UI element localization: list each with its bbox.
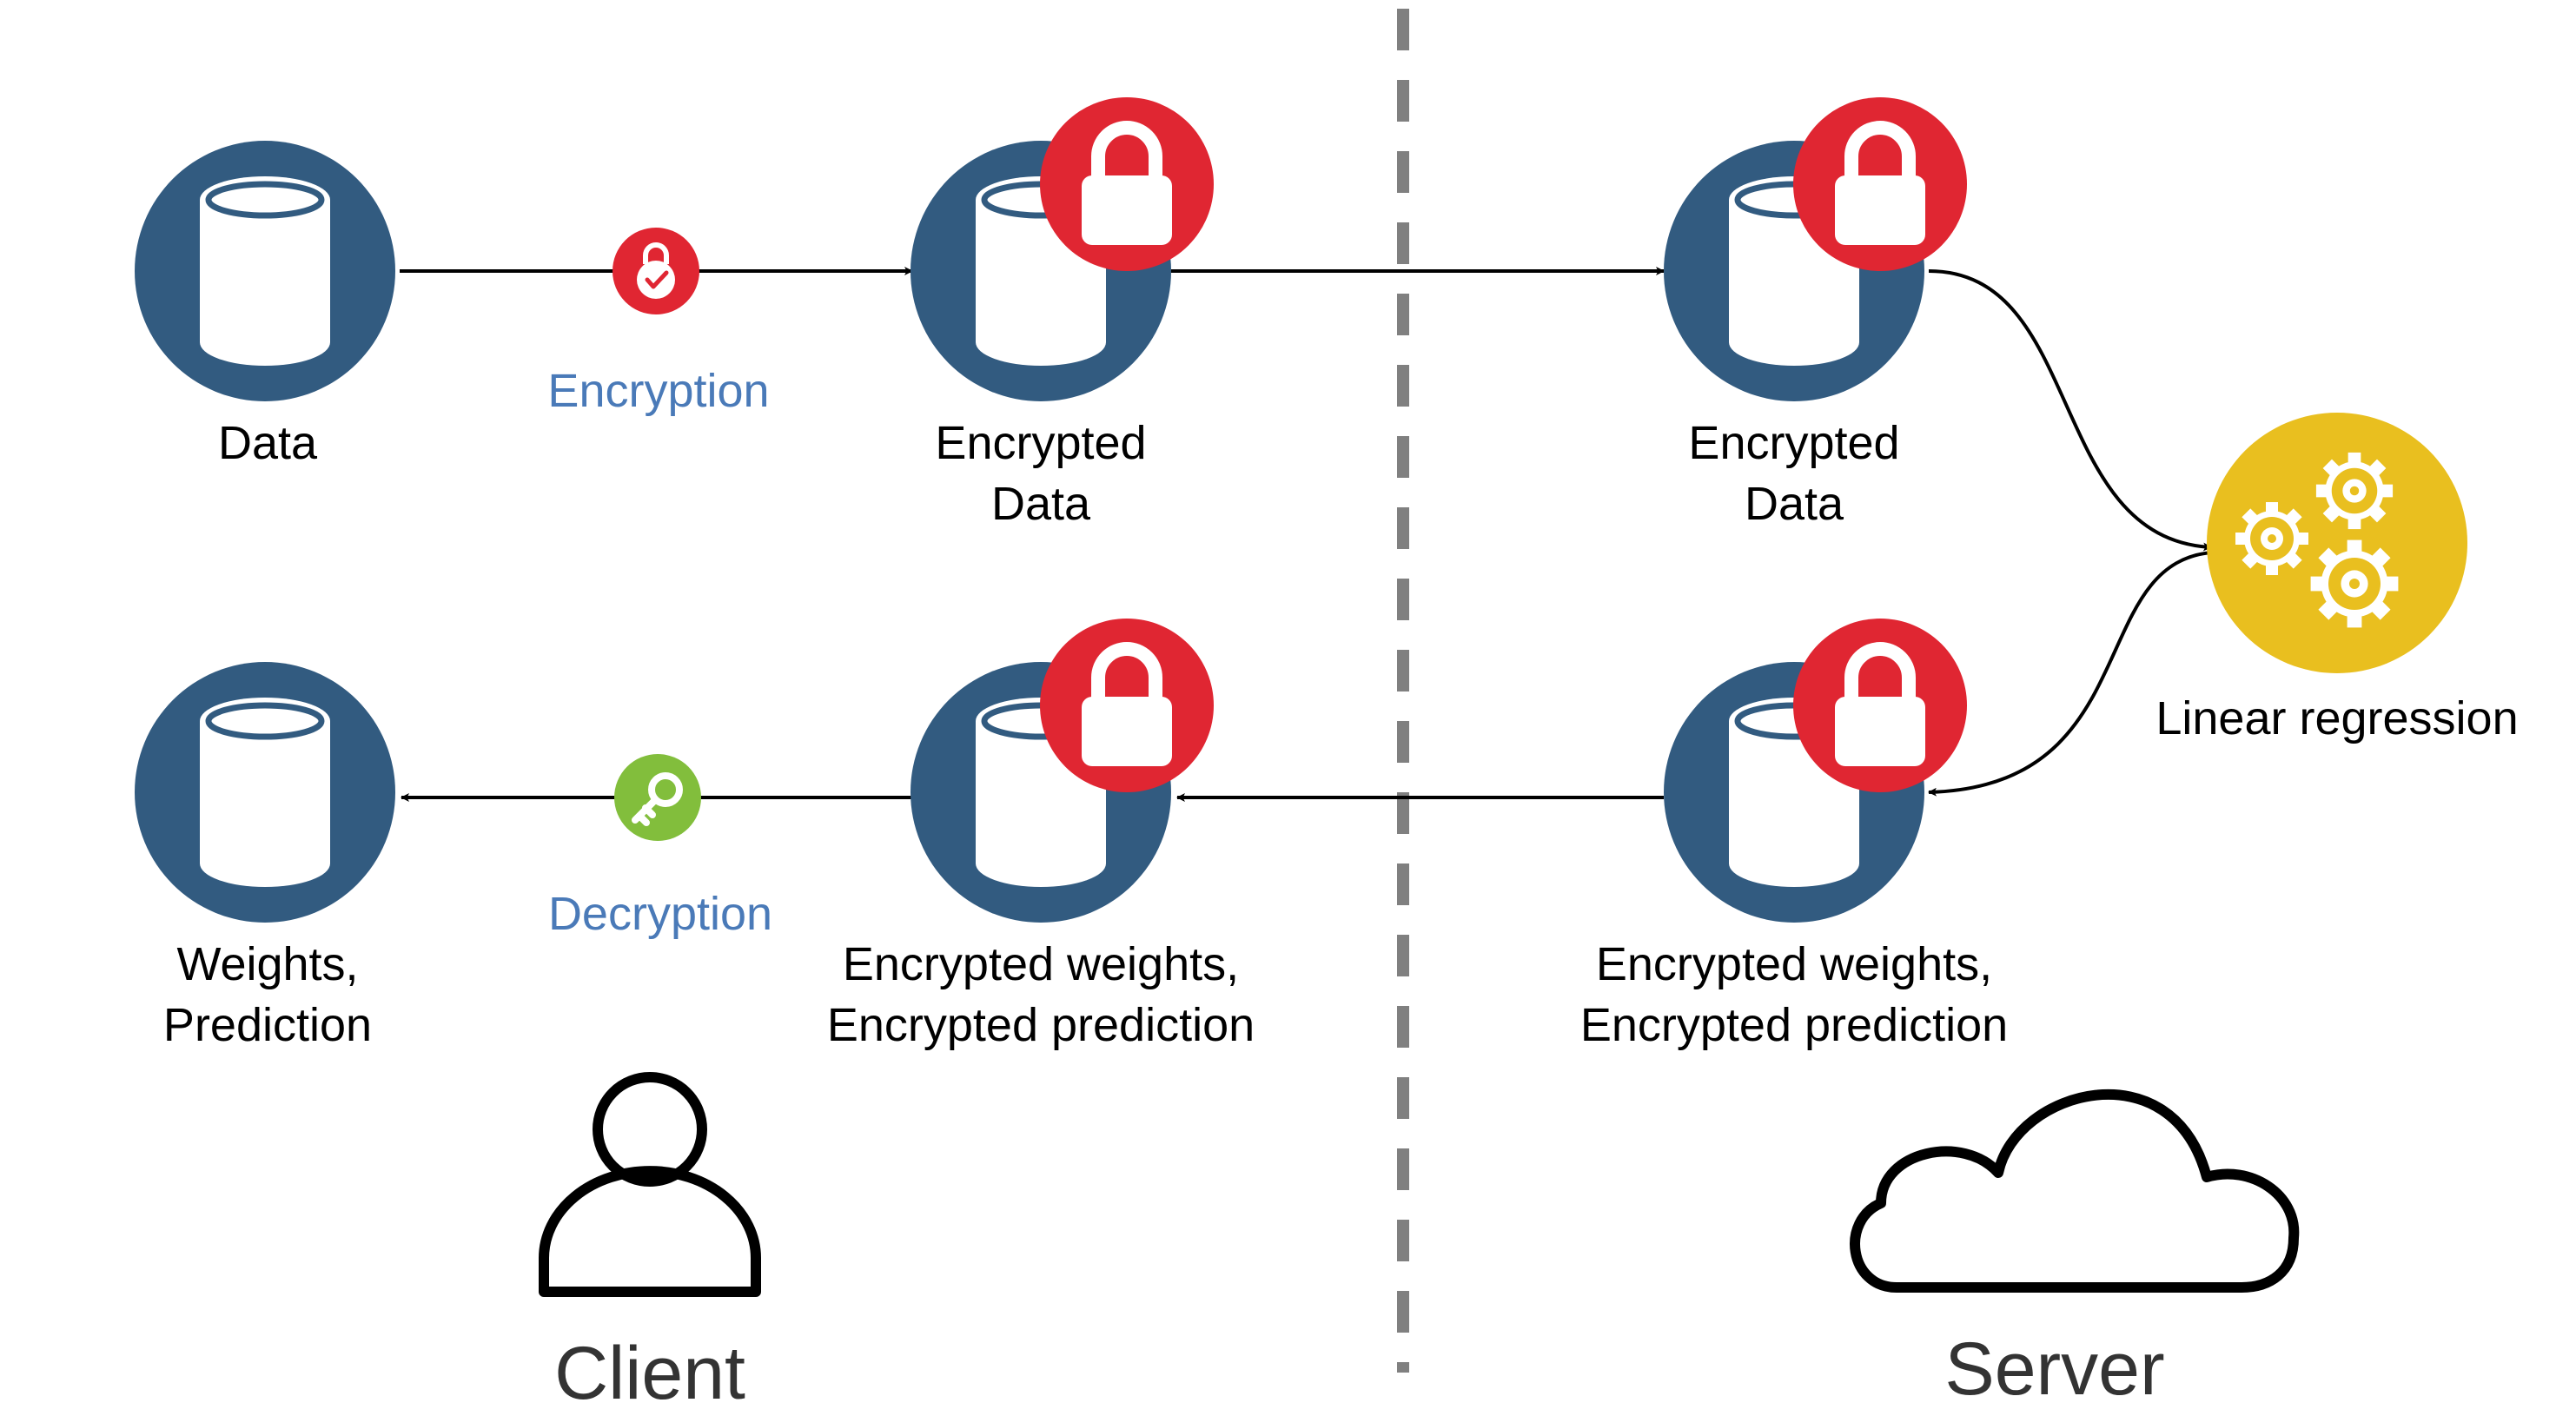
edge-regression-to-results <box>1928 551 2212 797</box>
decryption-label: Decryption <box>548 888 772 940</box>
database-icon <box>135 141 395 401</box>
lock-icon <box>1793 97 1967 271</box>
edge-encrypted-to-regression <box>1928 269 2212 552</box>
lock-icon <box>1040 619 1214 792</box>
encryption-label: Encryption <box>547 365 769 417</box>
node-server-encrypted-data <box>1664 97 1967 401</box>
key-icon <box>614 754 701 841</box>
node-label: Encrypted <box>935 417 1146 469</box>
node-label: Encrypted <box>1688 417 1899 469</box>
database-icon <box>135 662 395 923</box>
node-label: Linear regression <box>2155 692 2518 744</box>
server-label: Server <box>1944 1327 2164 1411</box>
node-label: Encrypted prediction <box>827 999 1255 1051</box>
client-label: Client <box>554 1332 745 1415</box>
node-label: Prediction <box>163 999 372 1051</box>
node-label: Data <box>1745 478 1844 530</box>
node-client-encrypted-results <box>911 619 1214 923</box>
cloud-icon <box>1850 1089 2300 1293</box>
node-label: Weights, <box>176 938 358 990</box>
node-linear-regression <box>2207 413 2467 673</box>
node-label: Encrypted prediction <box>1580 999 2008 1051</box>
user-icon <box>539 1072 761 1297</box>
node-label: Encrypted weights, <box>1596 938 1992 990</box>
node-server-encrypted-results <box>1664 619 1967 923</box>
node-client-encrypted-data <box>911 97 1214 401</box>
node-weights-prediction <box>135 662 395 923</box>
lock-check-icon <box>613 228 699 314</box>
lock-icon <box>1793 619 1967 792</box>
node-label: Encrypted weights, <box>843 938 1239 990</box>
lock-icon <box>1040 97 1214 271</box>
node-label: Data <box>991 478 1091 530</box>
node-label: Data <box>218 417 318 469</box>
node-data <box>135 141 395 401</box>
